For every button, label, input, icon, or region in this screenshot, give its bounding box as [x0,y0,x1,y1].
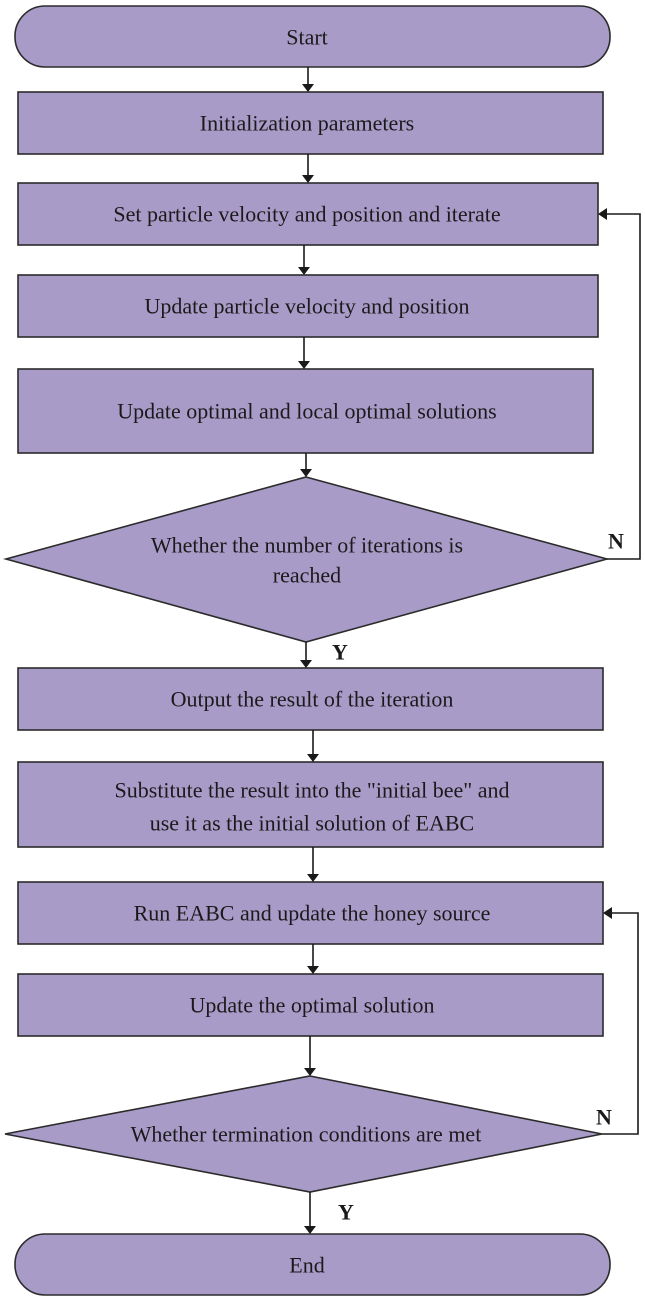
update-optimal-label: Update the optimal solution [189,993,434,1018]
decision-termination-label: Whether termination conditions are met [131,1122,482,1147]
start-node: Start [14,5,611,68]
update-solutions-label: Update optimal and local optimal solutio… [117,399,496,424]
end-label: End [289,1253,324,1278]
arrowhead [307,874,319,882]
set-particle-box: Set particle velocity and position and i… [17,182,599,246]
update-particle-label: Update particle velocity and position [144,294,469,319]
loop-termination-no [602,912,639,1135]
iterations-yes-label: Y [332,640,348,665]
output-result-label: Output the result of the iteration [171,687,454,712]
update-optimal-box: Update the optimal solution [17,973,604,1037]
run-eabc-label: Run EABC and update the honey source [134,901,491,926]
update-particle-box: Update particle velocity and position [17,274,599,338]
arrowhead [298,361,310,369]
arrowhead [603,907,612,919]
arrowhead [302,175,314,183]
termination-yes-label: Y [338,1200,354,1225]
set-particle-label: Set particle velocity and position and i… [113,202,500,227]
arrowhead [304,1068,316,1076]
output-result-box: Output the result of the iteration [17,667,604,731]
decision-termination: Whether termination conditions are met [4,1075,603,1193]
connectors [298,67,641,1234]
arrowhead [300,469,312,477]
termination-no-label: N [596,1105,612,1130]
arrowhead [300,660,312,668]
decision-iterations-line1: Whether the number of iterations is [151,533,463,558]
update-solutions-box: Update optimal and local optimal solutio… [17,368,594,454]
arrowhead [307,966,319,974]
init-params-box: Initialization parameters [17,91,604,155]
substitute-line1: Substitute the result into the "initial … [115,778,510,803]
start-label: Start [286,25,328,50]
loop-iterations-no [606,213,641,560]
decision-iterations: Whether the number of iterations is reac… [2,476,611,643]
end-node: End [14,1233,611,1296]
arrowhead [598,208,607,220]
run-eabc-box: Run EABC and update the honey source [17,881,604,945]
iterations-no-label: N [608,529,624,554]
arrowhead [307,754,319,762]
arrowhead [304,1226,316,1234]
substitute-line2: use it as the initial solution of EABC [150,811,474,836]
arrowhead [302,84,314,92]
arrowhead [298,267,310,275]
init-params-label: Initialization parameters [200,111,414,136]
substitute-box: Substitute the result into the "initial … [17,761,604,848]
decision-iterations-line2: reached [273,563,341,588]
